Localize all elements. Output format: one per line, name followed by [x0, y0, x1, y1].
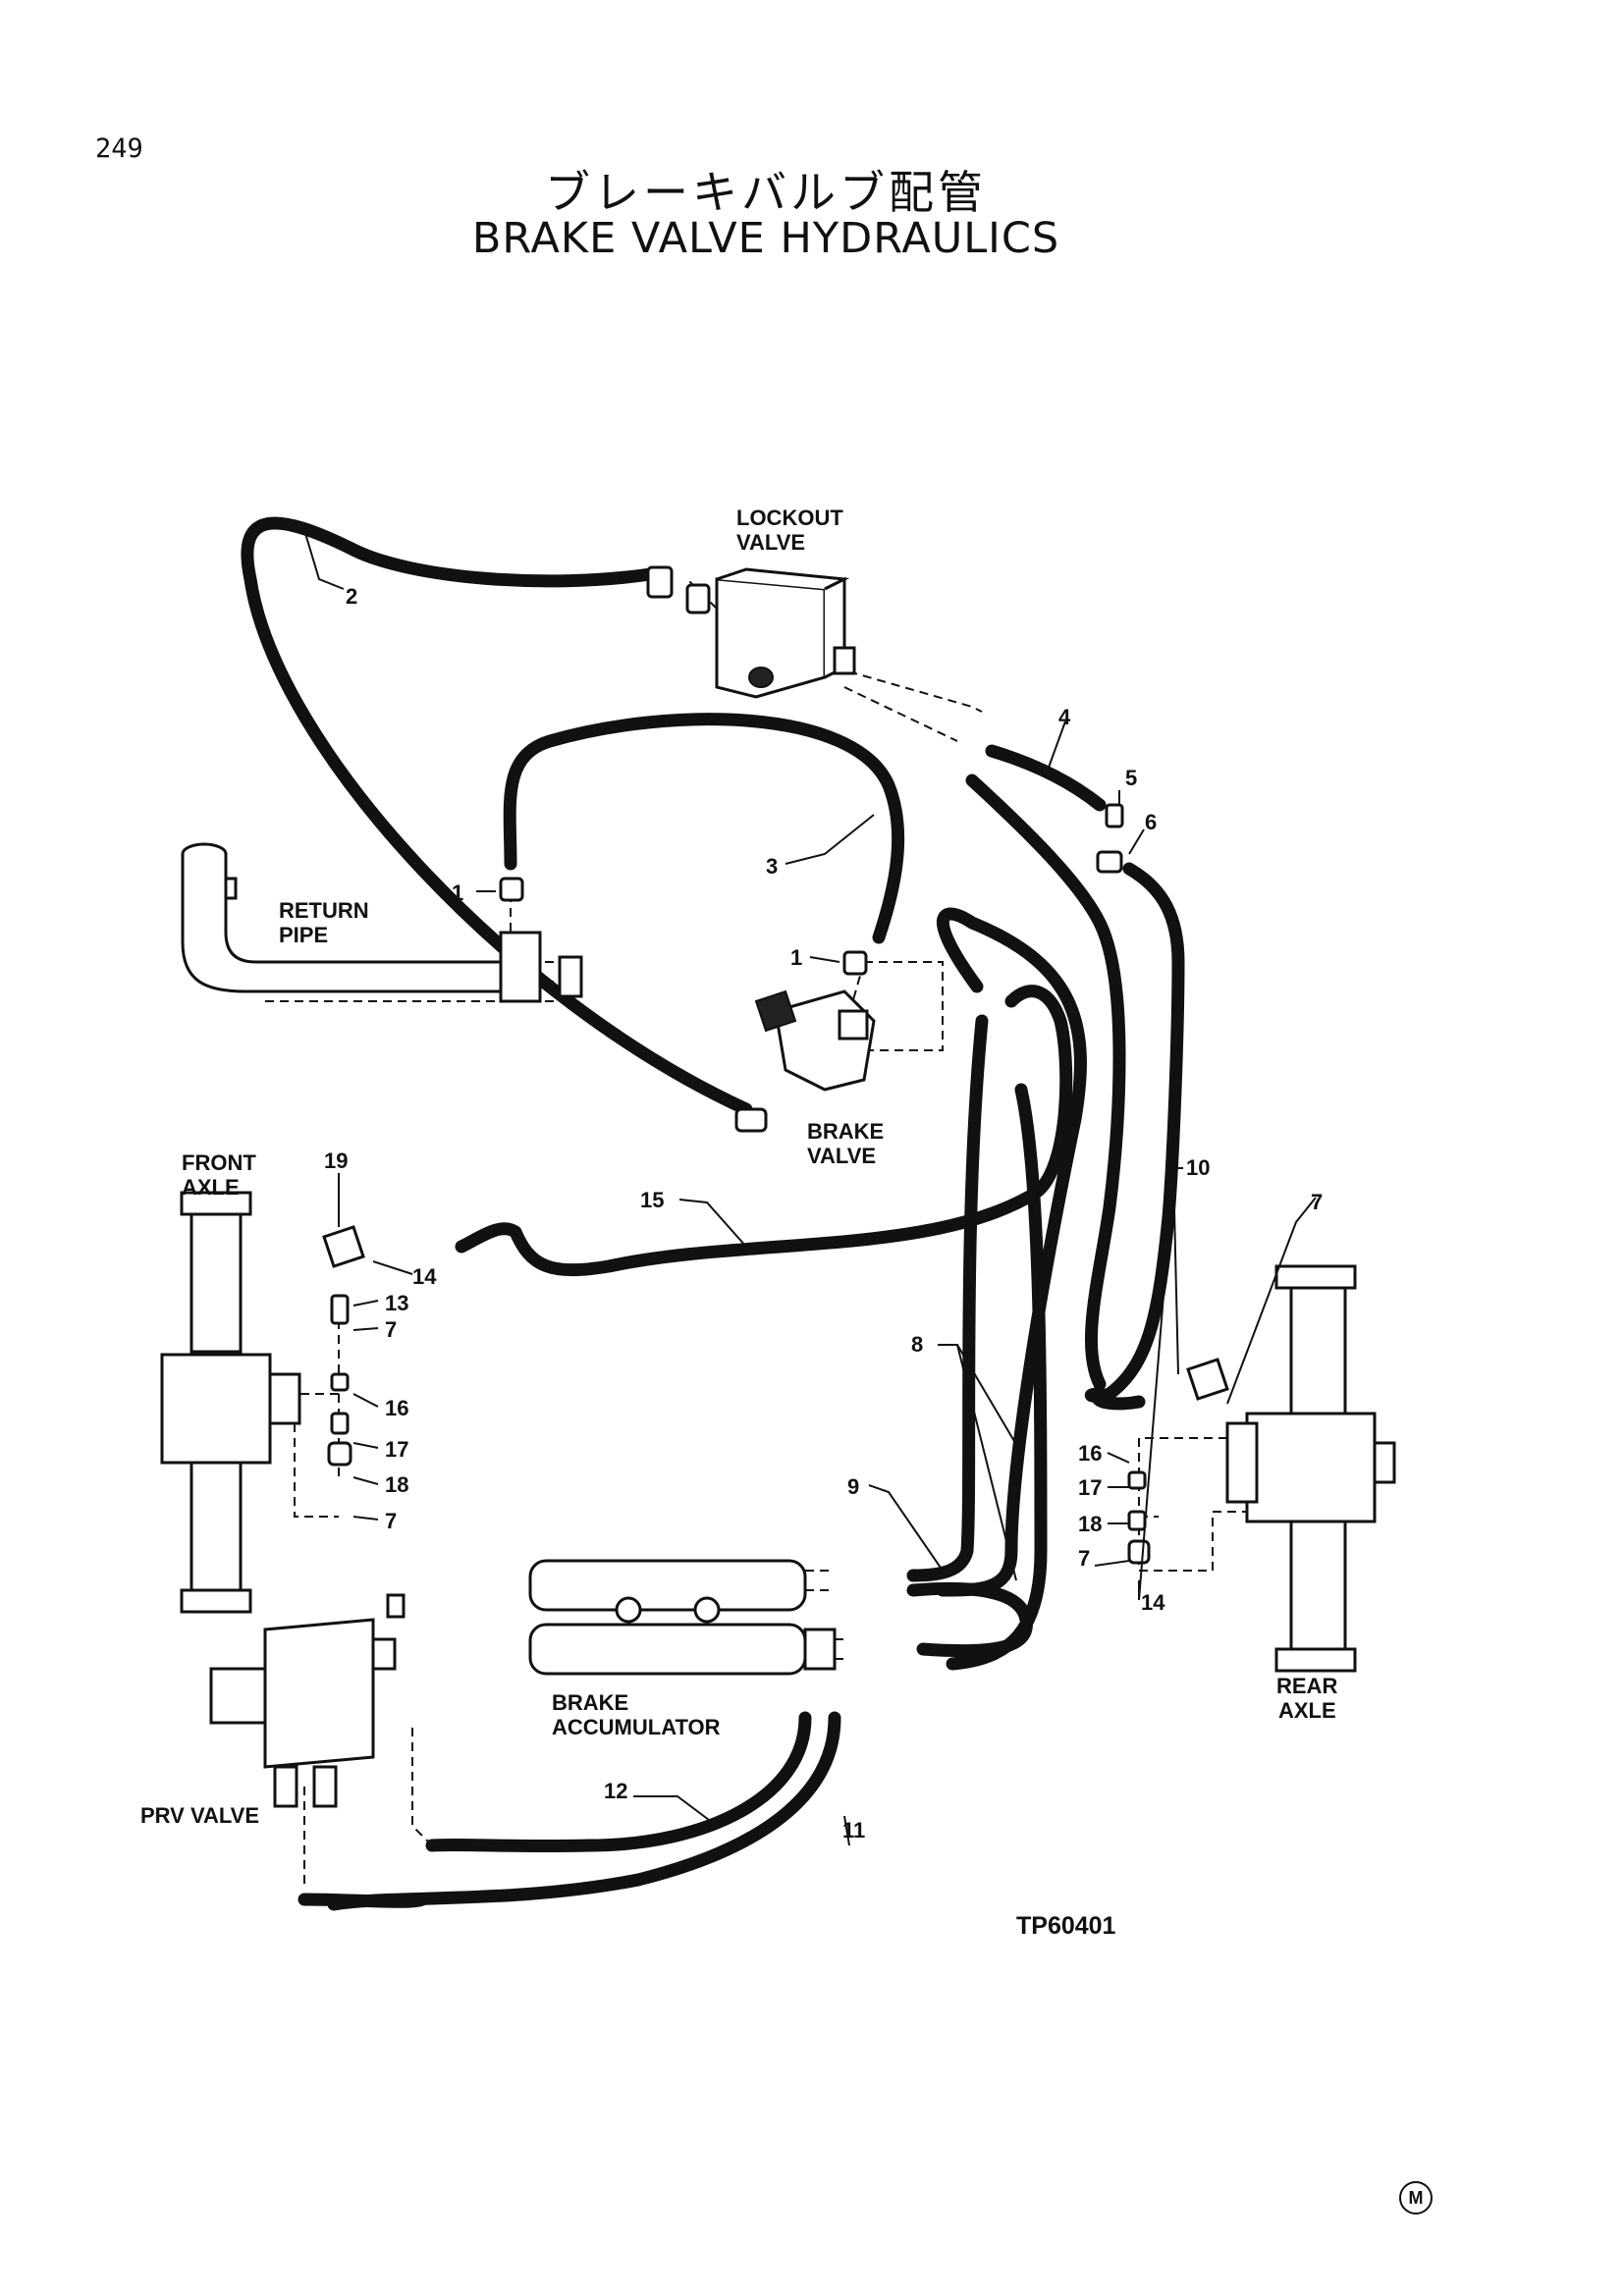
dash-lockout-2 [843, 686, 958, 742]
callout-17a: 17 [385, 1437, 408, 1462]
callout-1b: 1 [790, 945, 802, 970]
callout-13: 13 [385, 1291, 408, 1315]
leader-16a [352, 1393, 379, 1408]
lockout-valve-label-2: VALVE [736, 530, 805, 555]
hose-prv-low [298, 1893, 429, 1908]
leader-12 [633, 1795, 718, 1827]
callout-11: 11 [842, 1818, 865, 1842]
callout-3: 3 [766, 854, 778, 879]
callout-12: 12 [604, 1779, 627, 1803]
drawing-code: TP60401 [1016, 1912, 1116, 1940]
page-number: 249 [95, 133, 143, 164]
front-axle-label-2: AXLE [182, 1175, 240, 1200]
corner-mark: M [1399, 2181, 1433, 2215]
hoses [241, 516, 1185, 1911]
leader-18a [352, 1476, 379, 1485]
lockout-valve-label-1: LOCKOUT [736, 506, 843, 530]
callout-7a: 7 [385, 1317, 397, 1342]
leader-4 [1045, 721, 1066, 776]
callout-numbers: 2 3 4 5 6 1 1 15 19 14 13 7 16 17 18 7 1… [324, 584, 1323, 1842]
return-pipe-drawing [181, 842, 583, 1003]
leader-14a [372, 1260, 413, 1275]
hose-4 [985, 744, 1107, 812]
hose-3 [503, 713, 905, 944]
leader-3 [785, 814, 875, 865]
leader-7c [1226, 1197, 1317, 1405]
prv-valve-drawing [209, 1593, 406, 1808]
hose-6 [1084, 862, 1185, 1411]
hose-10 [965, 774, 1126, 1391]
callout-10: 10 [1186, 1155, 1210, 1180]
callout-5: 5 [1125, 766, 1137, 790]
callout-6: 6 [1145, 810, 1157, 834]
prv-valve-label: PRV VALVE [140, 1803, 259, 1828]
hose-8a [936, 907, 1087, 1597]
callout-14b: 14 [1141, 1590, 1165, 1615]
leader-lines [303, 529, 1317, 1846]
leader-10 [1138, 1167, 1183, 1601]
hose-11 [327, 1711, 841, 1911]
callout-4: 4 [1058, 705, 1071, 729]
leader-7b [352, 1516, 379, 1521]
leader-17a [352, 1442, 379, 1449]
hose-12 [425, 1711, 812, 1853]
hose-9 [906, 1014, 989, 1582]
component-labels: LOCKOUT VALVE RETURN PIPE BRAKE VALVE FR… [140, 506, 1337, 1828]
rear-axle-drawing [1225, 1264, 1396, 1673]
return-pipe-label-1: RETURN [279, 898, 369, 923]
callout-15: 15 [640, 1188, 664, 1212]
brake-valve-label-1: BRAKE [807, 1119, 884, 1144]
fittings [322, 803, 1229, 1565]
rear-axle-label-2: AXLE [1278, 1698, 1336, 1723]
hose-8c [906, 1581, 1033, 1658]
leader-13 [352, 1300, 379, 1307]
lockout-valve-drawing [646, 565, 856, 699]
leader-7d [1094, 1560, 1130, 1567]
brake-accumulator-drawing [528, 1559, 837, 1676]
rear-axle-label-1: REAR [1276, 1674, 1337, 1698]
dash-rear-axle-1 [1138, 1437, 1247, 1572]
callout-1a: 1 [452, 881, 463, 905]
front-axle-drawing [160, 1191, 301, 1614]
leader-2 [303, 529, 345, 590]
callout-7d: 7 [1078, 1546, 1090, 1571]
leader-8 [938, 1344, 1022, 1581]
dash-brake-accum-1 [805, 1570, 835, 1591]
callout-17b: 17 [1078, 1475, 1102, 1500]
callout-18a: 18 [385, 1472, 408, 1497]
leader-1b [809, 956, 840, 963]
callout-7b: 7 [385, 1509, 397, 1533]
callout-19: 19 [324, 1148, 348, 1173]
hose-2 [241, 516, 753, 1116]
brake-valve-label-2: VALVE [807, 1144, 876, 1168]
leader-7a [352, 1327, 379, 1331]
callout-16a: 16 [385, 1396, 408, 1420]
dash-brake-valve [854, 961, 944, 1051]
brake-valve-drawing [734, 989, 876, 1133]
callout-2: 2 [346, 584, 357, 609]
callout-8: 8 [911, 1332, 923, 1357]
leader-9 [868, 1484, 944, 1572]
callout-18b: 18 [1078, 1512, 1102, 1536]
dash-lockout-1 [834, 667, 983, 713]
callout-14a: 14 [412, 1264, 437, 1289]
brake-accumulator-label-2: ACCUMULATOR [552, 1715, 721, 1739]
leader-11 [843, 1815, 850, 1846]
callout-7c: 7 [1311, 1190, 1323, 1214]
title-english: BRAKE VALVE HYDRAULICS [471, 214, 1060, 263]
title-japanese: ブレーキバルブ配管 [545, 166, 987, 219]
return-pipe-label-2: PIPE [279, 923, 328, 947]
hose-15 [455, 985, 1073, 1277]
leader-16b [1107, 1452, 1130, 1464]
callout-16b: 16 [1078, 1441, 1102, 1466]
dash-prv [411, 1728, 433, 1846]
callout-9: 9 [847, 1474, 859, 1499]
leader-6 [1128, 828, 1145, 855]
brake-accumulator-label-1: BRAKE [552, 1690, 628, 1715]
leader-15 [678, 1199, 747, 1248]
front-axle-label-1: FRONT [182, 1150, 256, 1175]
